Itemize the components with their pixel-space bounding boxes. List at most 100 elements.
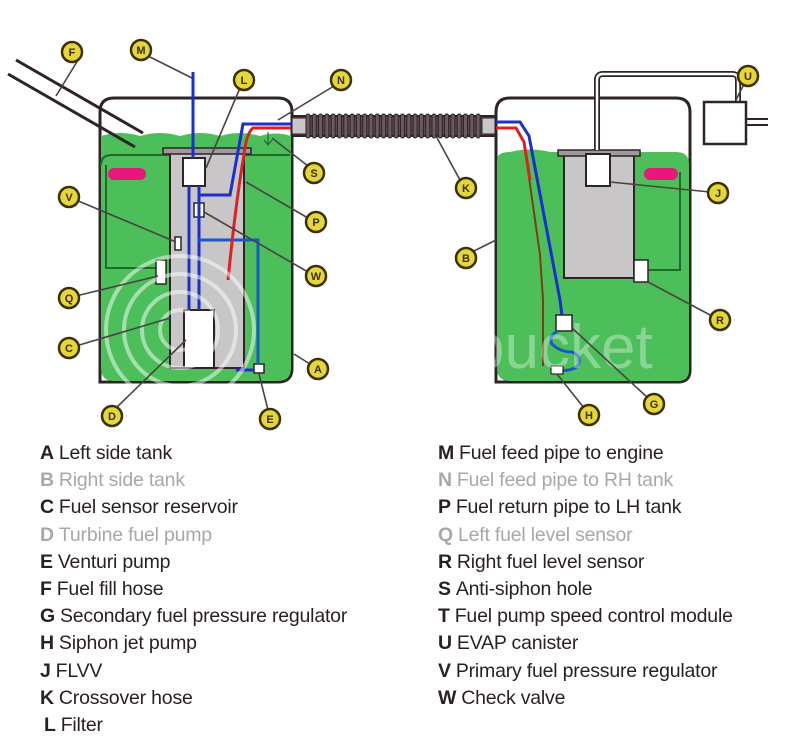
crossover-hose-rib <box>318 113 324 139</box>
callout-badge <box>706 181 730 205</box>
callout-badge <box>302 161 326 185</box>
right-feed-pipe <box>496 120 564 317</box>
legend-label: Fuel return pipe to LH tank <box>455 496 682 519</box>
right-fuel-level-float <box>644 168 678 180</box>
legend-key: J <box>40 659 51 682</box>
callout-badge <box>60 40 84 64</box>
callout-anti-siphon-hole: S <box>302 161 326 185</box>
anti-siphon-hole <box>263 132 273 146</box>
crossover-hose-rib <box>330 113 336 139</box>
callout-primary-fuel-pressure-regulator: V <box>57 185 81 209</box>
crossover-hose-rib <box>343 113 349 139</box>
callout-badge <box>258 407 282 431</box>
legend-label: FLVV <box>55 659 103 682</box>
crossover-hose-rib <box>412 113 418 139</box>
leader-line-g <box>571 327 649 399</box>
callout-letter: F <box>69 47 76 59</box>
callout-badge <box>454 246 478 270</box>
callout-letter: H <box>585 410 593 422</box>
leader-line-b <box>471 239 497 253</box>
legend-key: T <box>438 605 450 628</box>
right-return-red <box>496 126 532 181</box>
callout-badge <box>57 185 81 209</box>
regulator-loop <box>549 329 581 372</box>
crossover-hose-coupling <box>291 117 307 135</box>
leader-line-n <box>277 85 335 121</box>
callout-fuel-fill-hose: F <box>60 40 84 64</box>
callout-badge <box>708 308 732 332</box>
legend-key: E <box>40 550 53 573</box>
callout-evap-canister: U <box>736 64 760 88</box>
crossover-hose-rib <box>450 113 456 139</box>
legend-key: D <box>40 523 54 546</box>
leader-line-k <box>435 135 461 181</box>
crossover-hose <box>291 113 497 139</box>
leader-line-e <box>258 373 269 411</box>
crossover-hose-rib <box>305 113 311 139</box>
legend-label: Venturi pump <box>57 550 171 573</box>
callout-letter: B <box>462 253 470 265</box>
leader-line-d <box>115 339 187 409</box>
leader-line-j <box>609 181 711 193</box>
callout-letter: D <box>108 411 116 423</box>
crossover-hose-rib <box>368 113 374 139</box>
crossover-hose-rib <box>431 113 437 139</box>
legend-key: S <box>438 577 451 600</box>
legend-label: Right fuel level sensor <box>456 550 645 573</box>
callout-check-valve: W <box>304 264 328 288</box>
callout-letter: E <box>266 414 273 426</box>
leader-line-h <box>556 373 585 409</box>
primary-fuel-pressure-regulator <box>174 236 182 251</box>
leader-line-f <box>55 59 79 97</box>
crossover-hose-rib <box>349 113 355 139</box>
crossover-hose-rib <box>324 113 330 139</box>
left-fuel-level-sensor-float <box>108 168 146 180</box>
callout-letter: K <box>462 183 470 195</box>
legend-label: Crossover hose <box>58 686 193 709</box>
callout-crossover-hose: K <box>454 176 478 200</box>
legend-key: A <box>40 442 54 464</box>
fuel-return-pipe-to-lh-tank <box>226 126 292 281</box>
callout-fuel-feed-pipe-to-rh-tank: N <box>329 68 353 92</box>
right-fuel-level-sensor <box>633 259 649 283</box>
legend-key: Q <box>438 523 453 546</box>
leader-line-m <box>147 55 193 79</box>
crossover-hose-rib <box>311 113 317 139</box>
callout-fuel-sensor-reservoir: C <box>57 336 81 360</box>
callout-badge <box>304 210 328 234</box>
legend-key: K <box>40 686 54 709</box>
leader-line-v <box>75 199 177 243</box>
crossover-hose-rib <box>406 113 412 139</box>
flvv <box>585 153 611 187</box>
legend-label: EVAP canister <box>456 632 579 655</box>
legend-label: Filter <box>60 713 103 736</box>
callout-fuel-return-pipe-to-lh-tank: P <box>304 210 328 234</box>
callout-letter: M <box>136 45 145 57</box>
callout-badge <box>232 68 256 92</box>
venturi-pump <box>253 363 265 374</box>
legend-key: U <box>438 632 452 655</box>
reservoir-lid <box>162 147 252 155</box>
legend-label: Check valve <box>461 686 566 709</box>
leader-line-q <box>75 275 159 297</box>
callout-letter: N <box>337 75 345 87</box>
legend-key: F <box>40 577 52 600</box>
leader-line-w <box>203 211 309 273</box>
feed-pipe-internal <box>187 122 292 310</box>
legend-key: B <box>40 469 54 492</box>
